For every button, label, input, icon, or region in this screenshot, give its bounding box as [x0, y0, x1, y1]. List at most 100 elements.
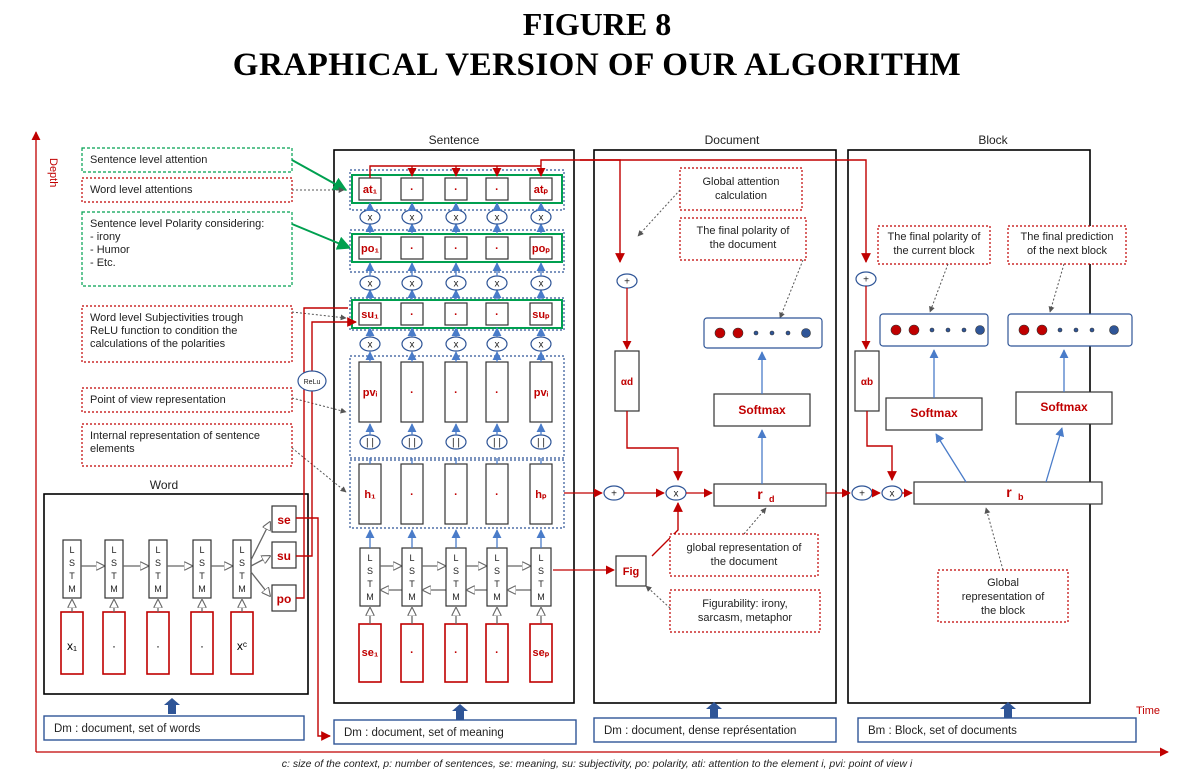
h-label-0: h₁ — [364, 489, 376, 501]
po-highlight — [351, 233, 563, 263]
sentence-lstm-4-letter-1: S — [538, 566, 544, 576]
alpha-d-label: αd — [621, 377, 633, 388]
sentence-input-label-2: · — [454, 647, 458, 659]
word-lstm-0-letter-0: L — [69, 545, 74, 555]
lstm-to-po — [250, 571, 270, 596]
po-box-1 — [400, 236, 424, 260]
global-rep-block-line-2: the block — [981, 605, 1026, 617]
h-label-2: · — [454, 489, 458, 501]
pv-label-2: · — [454, 387, 458, 399]
final-polarity-doc-line-0: The final polarity of — [697, 225, 791, 237]
word-lstm-1-letter-2: T — [111, 571, 117, 581]
word-lstm-3 — [192, 539, 212, 599]
legend-sentence-polarity — [81, 211, 293, 287]
fig-label: Fig — [623, 566, 640, 578]
bottom-label-sentence — [333, 719, 577, 745]
legend-point-of-view-line-0: Point of view representation — [90, 394, 226, 406]
global-rep-doc-line-1: the document — [711, 556, 778, 568]
bottom-label-block — [857, 717, 1137, 743]
block-current-node-5 — [975, 325, 985, 335]
word-lstm-4-letter-0: L — [239, 545, 244, 555]
r-d-label: r — [757, 486, 763, 502]
legend-word-attention — [81, 177, 293, 203]
su-box-0 — [358, 302, 382, 326]
block-next-node-2 — [1057, 327, 1063, 333]
mult-su-0-symbol: x — [368, 340, 373, 351]
final-prediction-line-1: of the next block — [1027, 245, 1108, 257]
at-label-0: at₁ — [363, 184, 378, 196]
word-lstm-4-letter-1: S — [239, 558, 245, 568]
block-next-vector — [1007, 313, 1133, 347]
at-top-line — [369, 165, 541, 178]
doc-plus-left-symbol: + — [611, 489, 617, 500]
block-next-node-3 — [1073, 327, 1079, 333]
mult-at-2-symbol: x — [454, 213, 459, 224]
block-current-node-2 — [929, 327, 935, 333]
arrow-block-up — [1000, 702, 1016, 718]
alpha-to-mult — [626, 411, 683, 481]
block-softmax-next-label: Softmax — [1040, 400, 1088, 414]
legend-word-subjectivity-line-0: Word level Subjectivities trough — [90, 312, 243, 324]
doc-plus-top-symbol: + — [624, 277, 630, 288]
concat-op-1-symbol: | | — [408, 438, 416, 449]
block-next-node-1 — [1036, 324, 1048, 336]
su-label-0: su₁ — [361, 309, 379, 321]
global-rep-block-box — [937, 569, 1069, 623]
figure-caption: c: size of the context, p: number of sen… — [281, 758, 913, 770]
alpha-d-box — [614, 350, 640, 412]
global-attention-line-1: calculation — [715, 190, 767, 202]
mult-po-4-symbol: x — [539, 279, 544, 290]
word-output-box-po — [271, 584, 297, 612]
sentence-lstm-3-letter-0: L — [494, 553, 499, 563]
sentence-lstm-1-letter-0: L — [409, 553, 414, 563]
at-label-2: · — [454, 184, 458, 196]
concat-op-4-symbol: | | — [537, 438, 545, 449]
legend-sentence-polarity-line-0: Sentence level Polarity considering: — [90, 218, 264, 230]
pv-label-3: · — [495, 387, 499, 399]
mult-at-3-symbol: x — [495, 213, 500, 224]
global-rep-block-line-0: Global — [987, 577, 1019, 589]
mult-po-1-symbol: x — [410, 279, 415, 290]
alpha-b-label: αb — [861, 377, 873, 388]
sentence-lstm-1-letter-3: M — [408, 592, 416, 602]
mult-po-0-symbol: x — [368, 279, 373, 290]
at-box-4 — [529, 177, 553, 201]
legend-pointer-pov — [291, 397, 347, 414]
word-input-label-2: · — [156, 639, 160, 653]
legend-sentence-attention-line-0: Sentence level attention — [90, 154, 207, 166]
figurability-pointer — [645, 585, 671, 609]
word-input-label-3: · — [200, 639, 204, 653]
doc-output-node-2 — [753, 330, 759, 336]
block-next-node-5 — [1109, 325, 1119, 335]
fig-to-mult — [651, 502, 683, 557]
word-output-box-se — [271, 505, 297, 533]
legend-sentence-polarity-line-2: - Humor — [90, 244, 130, 256]
global-rep-block-line-1: representation of — [962, 591, 1045, 603]
at-box-2 — [444, 177, 468, 201]
block-softmax-next — [1015, 391, 1113, 425]
po-label-3: · — [495, 243, 499, 255]
figurability-line-1: sarcasm, metaphor — [698, 612, 792, 624]
mult-at-0-symbol: x — [368, 213, 373, 224]
at-label-4: atₚ — [534, 184, 549, 196]
arrow-document-up — [706, 702, 722, 718]
at-box-3 — [485, 177, 509, 201]
legend-pointer-sentence-attention — [291, 159, 348, 191]
word-lstm-2-letter-2: T — [155, 571, 161, 581]
word-panel-title: Word — [150, 478, 178, 492]
mult-su-3-symbol: x — [495, 340, 500, 351]
block-mult-symbol: x — [890, 489, 895, 500]
block-next-node-0 — [1018, 324, 1030, 336]
doc-softmax-label: Softmax — [738, 403, 786, 417]
at-box-1 — [400, 177, 424, 201]
r-d-box — [713, 483, 827, 507]
po-label-0: po₁ — [361, 243, 379, 255]
relu-node — [297, 370, 327, 392]
sentence-input-label-0: se₁ — [362, 647, 379, 659]
h-label-4: hₚ — [535, 489, 547, 501]
doc-output-node-0 — [714, 327, 726, 339]
po-label-4: poₚ — [532, 243, 550, 255]
doc-output-node-1 — [732, 327, 744, 339]
lstm-to-su — [250, 556, 270, 567]
sentence-lstm-2-letter-0: L — [453, 553, 458, 563]
